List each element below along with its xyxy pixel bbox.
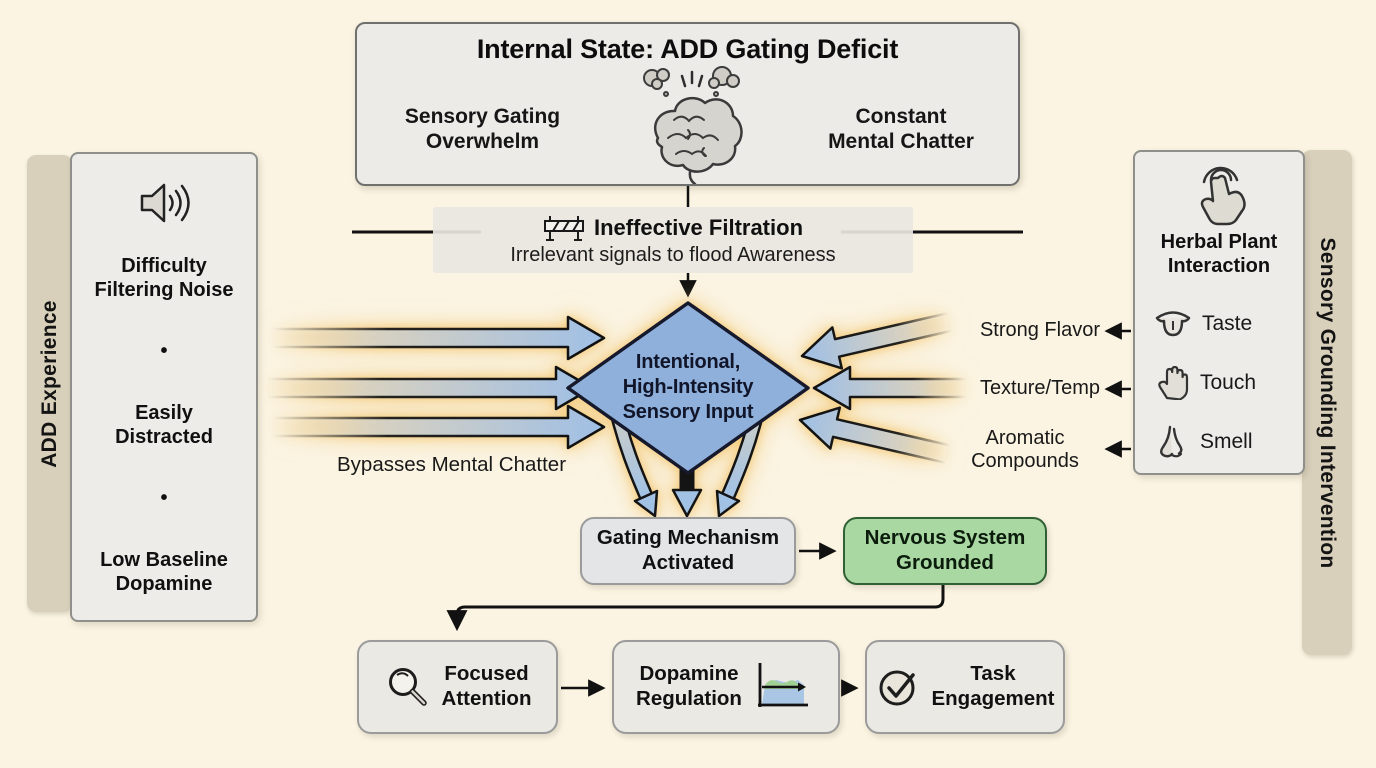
nervous-system-box: Nervous System Grounded (843, 517, 1047, 585)
speaker-icon (140, 183, 190, 223)
herbal-interaction-title: Herbal Plant Interaction (1160, 231, 1278, 277)
sense-taste-label: Taste (1202, 311, 1253, 335)
tongue-icon (1155, 310, 1191, 336)
nose-icon (1160, 425, 1183, 457)
internal-state-title: Internal State: ADD Gating Deficit (476, 34, 899, 64)
bypass-caption: Bypasses Mental Chatter (337, 453, 567, 476)
task-engagement-label: Task Engagement (931, 662, 1055, 710)
hand-icon (1158, 365, 1189, 400)
add-symptom-2: Easily Distracted (115, 402, 213, 448)
filtration-subtitle: Irrelevant signals to flood Awareness (510, 243, 836, 266)
chart-icon (757, 663, 808, 707)
check-circle-icon (879, 670, 916, 706)
sense-row-taste: Taste (1135, 294, 1303, 353)
output-strong-flavor: Strong Flavor (979, 319, 1100, 341)
herbal-interaction-panel: Herbal Plant Interaction Taste Touch (1133, 150, 1305, 475)
output-texture-temp: Texture/Temp (979, 377, 1100, 399)
filtration-banner: Ineffective Filtration Irrelevant signal… (433, 207, 913, 273)
internal-state-box: Internal State: ADD Gating Deficit Senso… (355, 22, 1020, 186)
task-engagement-box: Task Engagement (865, 640, 1065, 734)
output-aromatic: Aromatic Compounds (971, 427, 1079, 472)
dopamine-regulation-label: Dopamine Regulation (636, 662, 742, 710)
sense-smell-label: Smell (1200, 429, 1253, 453)
focused-attention-box: Focused Attention (357, 640, 558, 734)
add-symptom-1: Difficulty Filtering Noise (94, 255, 234, 301)
add-experience-strip: ADD Experience (27, 155, 72, 612)
list-separator: • (160, 340, 168, 362)
add-experience-panel: Difficulty Filtering Noise • Easily Dist… (70, 152, 258, 622)
tap-icon (1200, 166, 1246, 226)
sensory-input-arrows-left (266, 315, 606, 450)
list-separator: • (160, 487, 168, 509)
mental-chatter-label: Constant Mental Chatter (828, 105, 974, 154)
add-experience-label: ADD Experience (37, 299, 61, 468)
sense-row-touch: Touch (1135, 353, 1303, 412)
sensory-grounding-label: Sensory Grounding Intervention (1316, 236, 1339, 569)
gating-mechanism-box: Gating Mechanism Activated (580, 517, 796, 585)
magnifier-icon (388, 668, 427, 706)
sense-row-smell: Smell (1135, 412, 1303, 471)
focused-attention-label: Focused Attention (441, 662, 532, 710)
sense-touch-label: Touch (1200, 370, 1257, 394)
filtration-title: Ineffective Filtration (593, 214, 804, 240)
sensory-grounding-strip: Sensory Grounding Intervention (1302, 150, 1352, 655)
add-symptom-3: Low Baseline Dopamine (100, 549, 228, 595)
barrier-icon (543, 215, 584, 241)
dopamine-regulation-box: Dopamine Regulation (612, 640, 840, 734)
sensory-overwhelm-label: Sensory Gating Overwhelm (404, 105, 561, 154)
diamond-label: Intentional, High-Intensity Sensory Inpu… (622, 351, 754, 423)
